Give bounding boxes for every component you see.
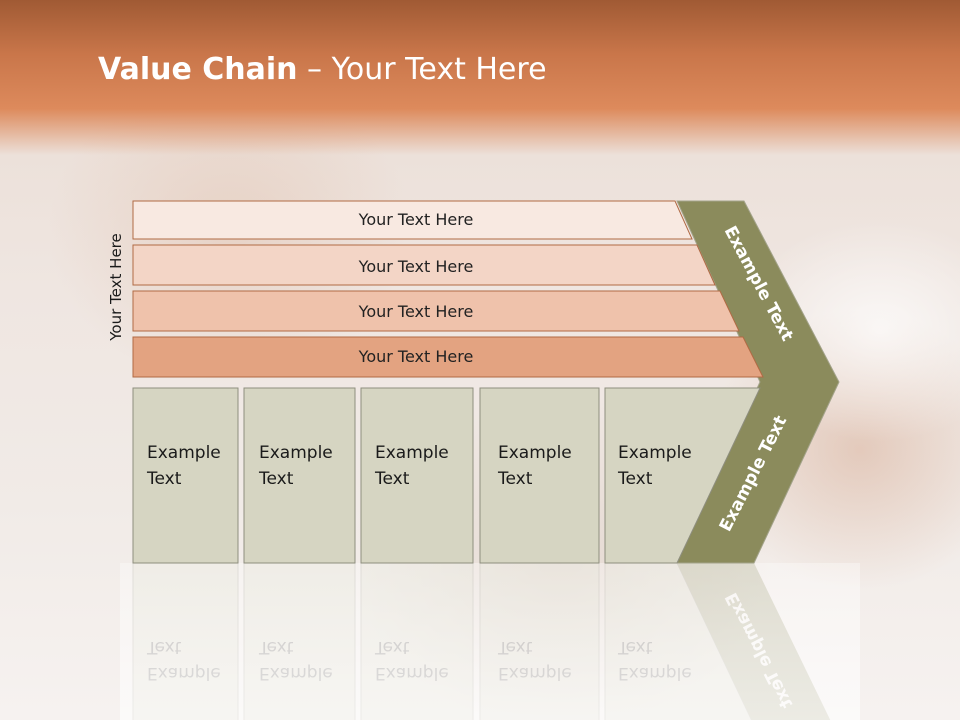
bar-row: Your Text Here Your Text Here Your Text …	[132, 200, 764, 378]
box-4-line2: Text	[497, 469, 533, 489]
box-1-line1: Example	[147, 443, 221, 463]
bar-3-label: Your Text Here	[358, 302, 474, 321]
box-2	[243, 387, 356, 564]
box-3-line2: Text	[374, 469, 410, 489]
bar-4-label: Your Text Here	[358, 347, 474, 366]
bar-2	[132, 244, 716, 286]
box-1-line2: Text	[146, 469, 182, 489]
box-2-line2: Text	[258, 469, 294, 489]
box-5	[604, 387, 761, 564]
slide-title: Value Chain – Your Text Here	[98, 52, 547, 87]
title-band	[0, 0, 960, 155]
bar-1-label: Your Text Here	[358, 210, 474, 229]
box-3	[360, 387, 474, 564]
bar-2-label: Your Text Here	[358, 257, 474, 276]
title-bold: Value Chain	[98, 52, 298, 87]
box-4-line1: Example	[498, 443, 572, 463]
box-row: Example Text Example Text Example Text E…	[132, 387, 761, 564]
bar-4	[132, 336, 764, 378]
box-5-line1: Example	[618, 443, 692, 463]
box-1	[132, 387, 239, 564]
box-2-line1: Example	[259, 443, 333, 463]
bar-1	[132, 200, 693, 240]
title-rest: – Your Text Here	[297, 52, 547, 87]
box-4	[479, 387, 600, 564]
chevron-shape	[676, 200, 840, 564]
box-3-line1: Example	[375, 443, 449, 463]
bar-3	[132, 290, 740, 332]
box-5-line2: Text	[617, 469, 653, 489]
reflection-fade	[120, 563, 860, 720]
